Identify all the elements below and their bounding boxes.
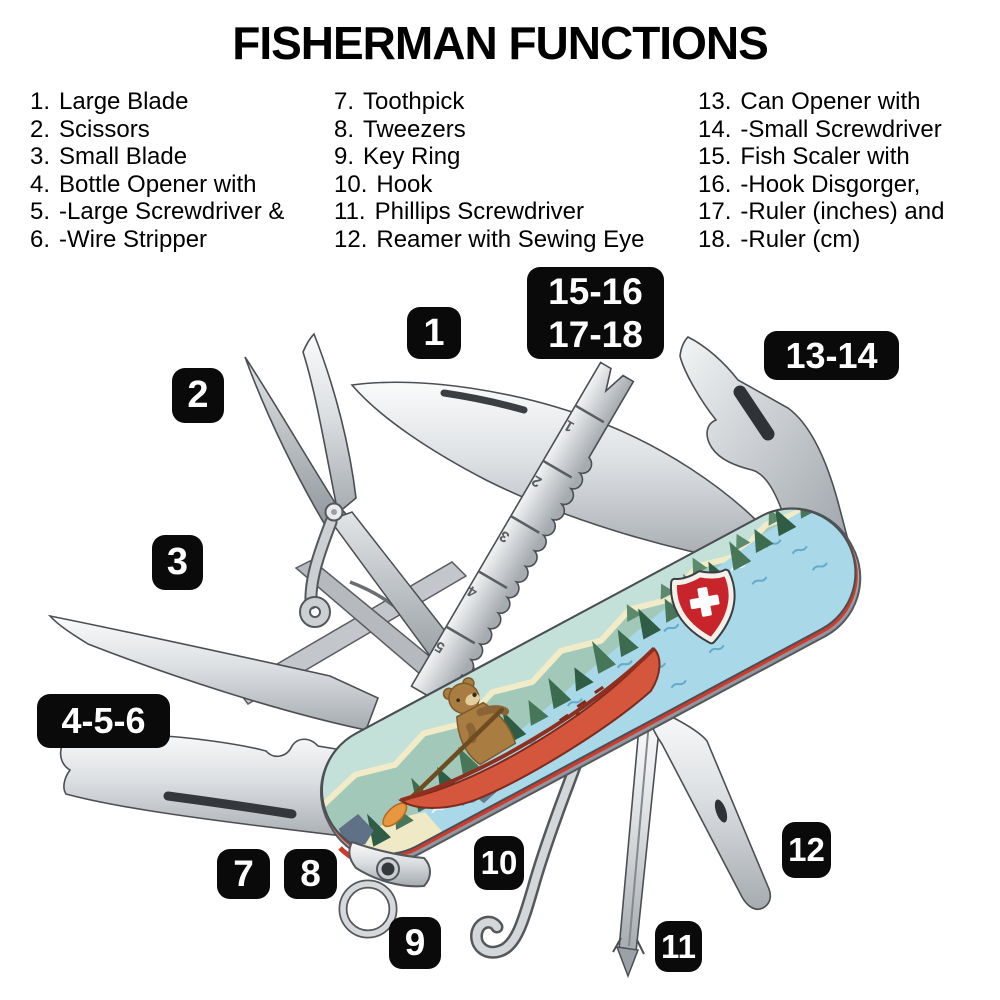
ruler-ticks [445,404,605,645]
canoe-illustration [398,647,661,809]
sewing-eye [714,799,728,823]
legend-column-3: 13.Can Opener with 14.-Small Screwdriver… [698,88,944,253]
badge-1: 1 [407,307,461,359]
badge-13-14: 13-14 [764,331,899,380]
nail-nick [440,389,528,414]
legend-item: 14.-Small Screwdriver [698,115,942,143]
legend-item: 16.-Hook Disgorger, [698,170,921,198]
legend-column-1: 1.Large Blade 2.Scissors 3.Small Blade 4… [30,88,284,253]
badge-12: 12 [782,822,831,878]
legend-item: 9.Key Ring [334,143,461,170]
badge-9: 9 [389,917,441,969]
phillips-screwdriver-tool [612,715,661,979]
legend-item: 10.Hook [334,170,433,198]
reamer-tool [647,704,772,911]
key-ring-tool [338,840,431,939]
bear-illustration [442,677,517,766]
badge-7: 7 [217,849,270,899]
small-blade-tool [47,614,380,731]
swiss-shield-icon [669,568,736,645]
legend-item: 8.Tweezers [334,115,466,143]
legend-item: 6.-Wire Stripper [30,225,208,253]
opener-hole [733,385,775,441]
badge-line-17-18: 17-18 [548,314,643,355]
legend-item: 12.Reamer with Sewing Eye [334,225,645,253]
legend-column-2: 7.Toothpick 8.Tweezers 9.Key Ring 10.Hoo… [334,88,645,253]
badge-3: 3 [152,535,203,590]
legend-item: 3.Small Blade [30,143,188,170]
legend-item: 4.Bottle Opener with [30,170,257,198]
badge-15-16-17-18: 15-16 17-18 [527,267,664,359]
badge-11: 11 [655,921,702,972]
legend-item: 1.Large Blade [30,88,189,115]
scale-artwork [299,485,879,877]
legend-item: 13.Can Opener with [698,88,921,115]
legend-item: 15.Fish Scaler with [698,143,910,170]
badge-4-5-6: 4-5-6 [37,694,170,748]
legend-item: 5.-Large Screwdriver & [30,198,285,225]
legend-item: 17.-Ruler (inches) and [698,198,945,225]
legend-item: 18.-Ruler (cm) [698,225,861,253]
hook-tool [470,715,599,959]
page-title: FISHERMAN FUNCTIONS [232,17,769,69]
canoe-decoration [559,685,605,722]
badge-line-15-16: 15-16 [548,271,643,312]
mountain-ridge [319,499,828,809]
far-pines [626,509,783,623]
knife-body [299,485,879,877]
legend-item: 7.Toothpick [334,88,465,115]
opener-slot [163,791,297,819]
shore-rock [338,814,374,846]
legend-item: 11.Phillips Screwdriver [334,198,584,225]
badge-2: 2 [172,368,224,423]
badge-8: 8 [284,849,337,899]
badge-10: 10 [474,836,524,890]
legend-item: 2.Scissors [30,115,150,143]
